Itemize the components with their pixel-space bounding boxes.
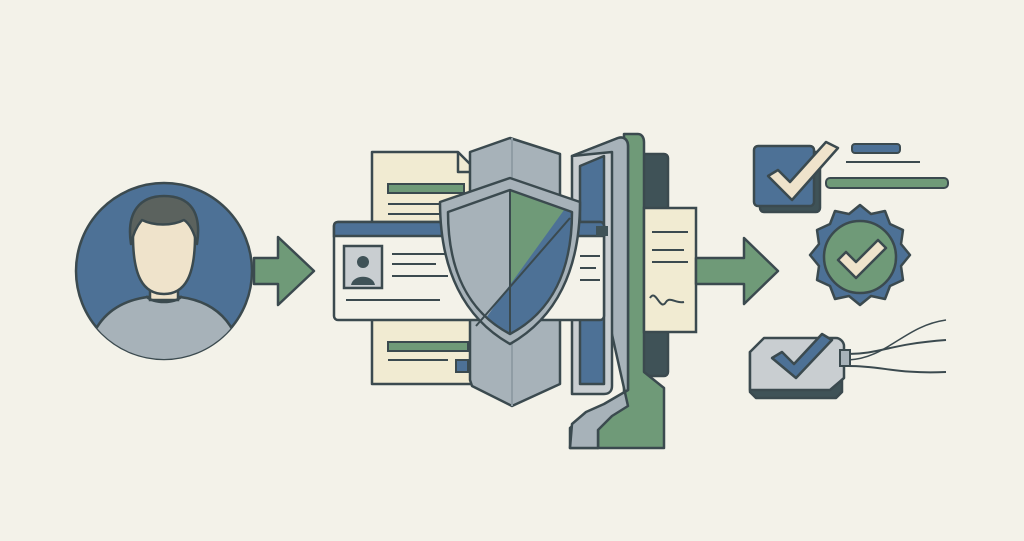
verified-card-icon xyxy=(748,319,947,400)
checkbox-checked-icon xyxy=(752,140,949,214)
flow-arrow-1 xyxy=(252,235,316,307)
verified-badge-icon xyxy=(808,203,912,307)
user-avatar-icon xyxy=(74,181,254,361)
flow-arrow-2 xyxy=(694,236,780,306)
scanned-document-icon xyxy=(642,206,698,334)
